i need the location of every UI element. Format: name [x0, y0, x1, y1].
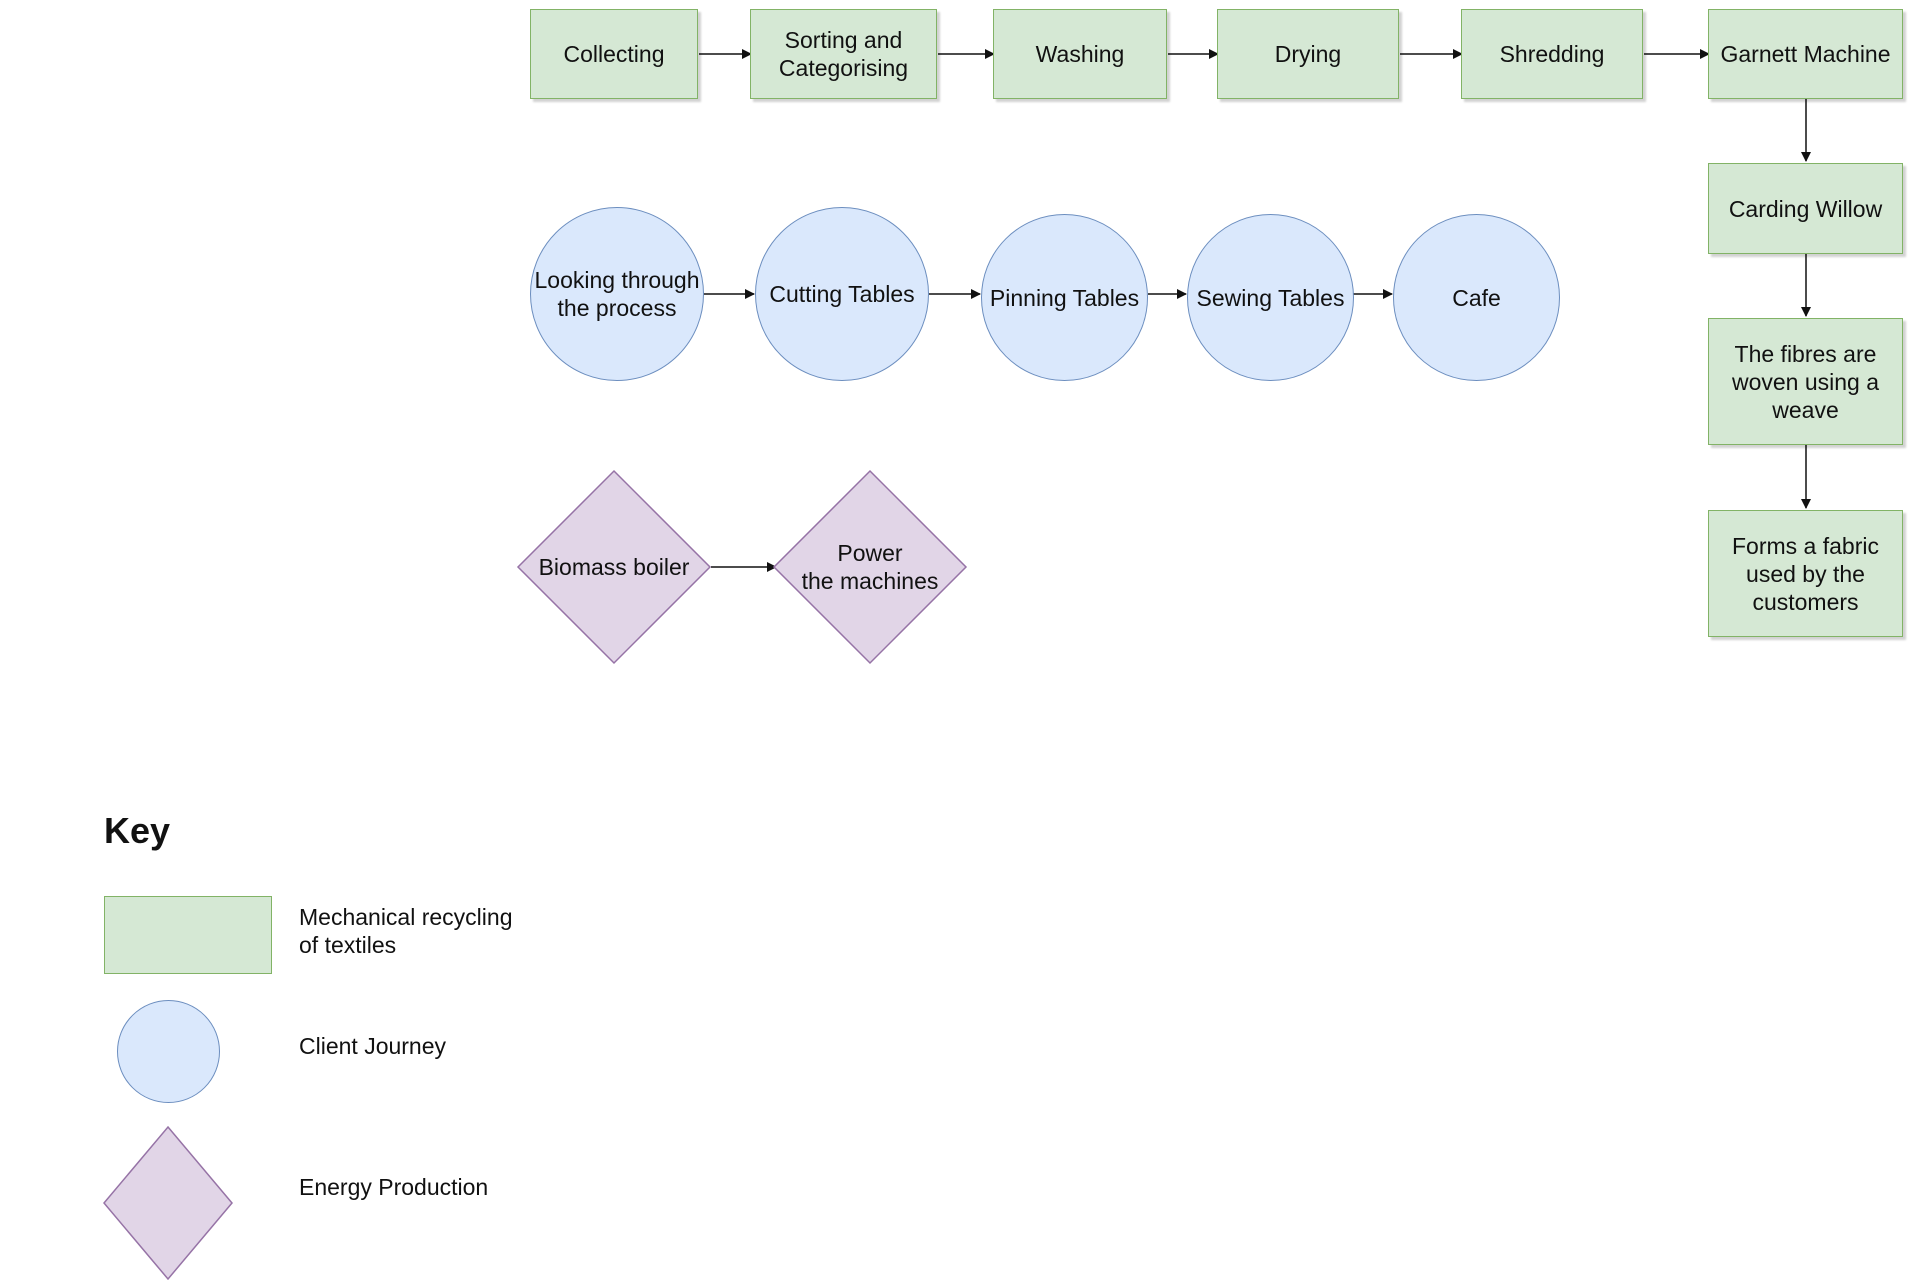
- node-looking-through-process: Looking through the process: [530, 207, 704, 381]
- node-sorting-categorising: Sorting and Categorising: [750, 9, 937, 99]
- node-collecting-label: Collecting: [563, 41, 665, 67]
- node-cutting-tables: Cutting Tables: [755, 207, 929, 381]
- node-collecting: Collecting: [530, 9, 698, 99]
- key-client-swatch: [117, 1000, 220, 1103]
- key-energy-label: Energy Production: [299, 1174, 489, 1200]
- node-pinning-label: Pinning Tables: [989, 284, 1140, 311]
- node-fibres-woven: The fibres are woven using a weave: [1708, 318, 1903, 445]
- node-cafe-label: Cafe: [1452, 284, 1501, 311]
- node-carding-label: Carding Willow: [1728, 195, 1883, 222]
- node-biomass-boiler: Biomass boiler: [518, 540, 710, 594]
- node-carding-willow: Carding Willow: [1708, 163, 1903, 254]
- node-drying-label: Drying: [1274, 41, 1342, 67]
- node-drying: Drying: [1217, 9, 1399, 99]
- node-garnett-machine: Garnett Machine: [1708, 9, 1903, 99]
- node-woven-label: The fibres are woven using a weave: [1731, 340, 1880, 423]
- node-cafe: Cafe: [1393, 214, 1560, 381]
- node-forms-fabric: Forms a fabric used by the customers: [1708, 510, 1903, 637]
- node-washing: Washing: [993, 9, 1167, 99]
- node-garnett-label: Garnett Machine: [1720, 41, 1891, 67]
- biomass-boiler-diamond: [516, 469, 712, 665]
- node-pinning-tables: Pinning Tables: [981, 214, 1148, 381]
- node-shredding-label: Shredding: [1499, 41, 1605, 67]
- node-biomass-label: Biomass boiler: [538, 554, 690, 580]
- key-title: Key: [104, 810, 171, 851]
- node-power-label: Power the machines: [801, 540, 939, 594]
- node-cutting-label: Cutting Tables: [769, 281, 915, 307]
- node-sewing-label: Sewing Tables: [1196, 284, 1345, 311]
- key-mechanical-swatch: [104, 896, 272, 974]
- key-energy-swatch: [103, 1125, 233, 1280]
- key-client-label: Client Journey: [299, 1033, 447, 1059]
- node-shredding: Shredding: [1461, 9, 1643, 99]
- power-machines-diamond: [772, 469, 968, 665]
- key-mechanical-label: Mechanical recycling of textiles: [299, 904, 513, 958]
- node-sorting-label: Sorting and Categorising: [778, 27, 909, 81]
- node-fabric-label: Forms a fabric used by the customers: [1732, 532, 1879, 615]
- node-looking-label: Looking through the process: [534, 267, 700, 321]
- node-sewing-tables: Sewing Tables: [1187, 214, 1354, 381]
- node-washing-label: Washing: [1035, 41, 1125, 67]
- node-power-machines: Power the machines: [774, 536, 966, 598]
